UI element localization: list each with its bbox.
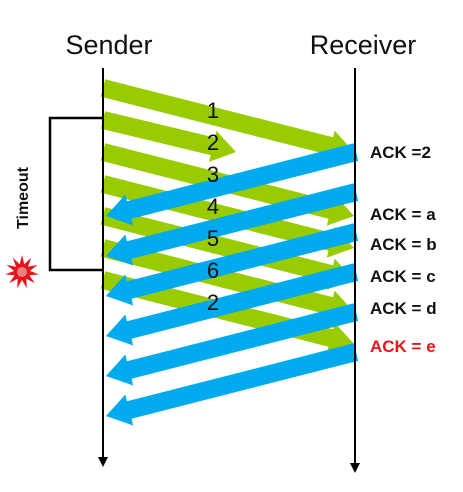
ack-label-6: ACK = e: [370, 337, 436, 356]
data-packet-label-4: 4: [207, 194, 219, 219]
ack-label-2: ACK = a: [370, 205, 436, 224]
ack-label-3: ACK = b: [370, 235, 437, 254]
timeout-bracket: [48, 116, 103, 272]
ack-label-5: ACK = d: [370, 299, 437, 318]
ack-label-1: ACK =2: [370, 143, 431, 162]
data-packet-label-5: 5: [207, 226, 219, 251]
data-packet-arrow-6: [100, 239, 354, 322]
receiver-title: Receiver: [310, 30, 417, 60]
ack-arrow-1: [106, 143, 359, 226]
data-packet-label-2: 2: [207, 130, 219, 155]
data-packet-label-6: 6: [207, 258, 219, 283]
ack-arrow-6: [106, 343, 359, 426]
explosion-burst-icon: [5, 255, 39, 289]
data-packet-labels: 1 2 3 4 5 6 2: [207, 98, 219, 315]
timeout-label: Timeout: [15, 166, 32, 229]
data-packet-arrow-2: [100, 111, 237, 162]
data-packet-label-7: 2: [207, 290, 219, 315]
sender-title: Sender: [65, 30, 152, 60]
data-packet-label-3: 3: [207, 162, 219, 187]
ack-arrow-5: [106, 303, 359, 386]
ack-arrow-2: [106, 183, 359, 266]
data-packet-arrow-5: [100, 207, 354, 290]
data-packet-arrow-1: [100, 79, 354, 162]
ack-arrow-3: [106, 223, 359, 306]
data-packet-label-1: 1: [207, 98, 219, 123]
ack-arrows: [106, 143, 359, 426]
ack-labels: ACK =2 ACK = a ACK = b ACK = c ACK = d ACK = …: [370, 143, 437, 356]
ack-arrow-4: [106, 263, 359, 346]
ack-label-4: ACK = c: [370, 267, 436, 286]
